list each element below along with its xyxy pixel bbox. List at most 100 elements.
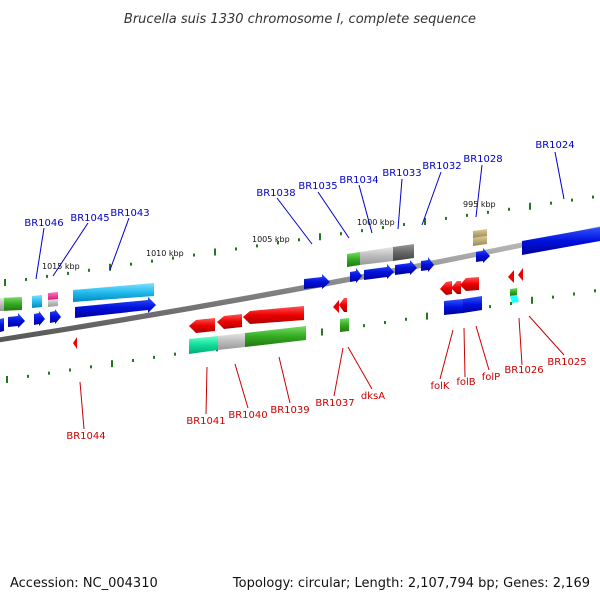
gene-label[interactable]: BR1041 [186, 416, 225, 427]
gene-arrow[interactable] [0, 297, 22, 311]
gene-arrow[interactable] [473, 229, 487, 238]
forward-gene-labels: BR1046 BR1045 BR1043 BR1038 BR1035 BR103… [24, 140, 574, 229]
leader-line [234, 363, 249, 409]
gene-label[interactable]: BR1045 [70, 213, 109, 224]
gene-arrow[interactable] [510, 295, 519, 303]
gene-arrow[interactable] [32, 295, 42, 308]
outer-tick-row [4, 195, 594, 286]
gene-arrow[interactable] [473, 236, 487, 246]
scale-tick [592, 195, 594, 199]
leader-line [278, 356, 291, 404]
gene-label[interactable]: folK [431, 381, 450, 392]
scale-tick [384, 320, 386, 324]
gene-arrow[interactable] [522, 227, 600, 255]
scale-tick [48, 371, 50, 375]
gene-arrow[interactable] [304, 274, 330, 289]
gene-arrow[interactable] [510, 288, 517, 296]
scale-tick [426, 312, 428, 320]
gene-arrow[interactable] [333, 300, 339, 313]
gene-arrow[interactable] [347, 252, 360, 267]
gene-arrow[interactable] [508, 270, 514, 283]
gene-label[interactable]: BR1026 [504, 365, 543, 376]
gene-arrow[interactable] [440, 281, 452, 295]
leader-line [333, 347, 344, 397]
gene-arrow[interactable] [360, 247, 393, 265]
gene-label[interactable]: BR1039 [270, 405, 309, 416]
gene-label[interactable]: BR1025 [547, 357, 586, 368]
gene-label[interactable]: BR1024 [535, 140, 574, 151]
gene-label[interactable]: BR1044 [66, 431, 105, 442]
gene-arrow[interactable] [393, 244, 414, 261]
gene-arrow[interactable] [339, 298, 347, 312]
gene-arrow[interactable] [73, 337, 77, 349]
gene-arrow[interactable] [189, 336, 218, 354]
gene-arrow[interactable] [0, 318, 4, 332]
scale-tick [27, 374, 29, 378]
forward-strand-genes [0, 227, 600, 332]
gene-arrow[interactable] [75, 297, 156, 318]
gene-arrow[interactable] [217, 314, 242, 329]
scale-tick [321, 328, 323, 336]
leader-line [205, 366, 208, 415]
gene-label[interactable]: BR1038 [256, 188, 295, 199]
gene-label[interactable]: BR1034 [339, 175, 378, 186]
gene-arrow[interactable] [364, 264, 394, 280]
chromosome-backbone [0, 226, 600, 343]
gene-label[interactable]: dksA [361, 391, 385, 402]
gene-arrow[interactable] [245, 326, 306, 347]
gene-arrow[interactable] [463, 296, 482, 313]
gene-label[interactable]: BR1040 [228, 410, 267, 421]
scale-tick [573, 292, 575, 296]
leader-line [475, 325, 490, 371]
kbp-label: 1000 kbp [357, 218, 395, 227]
scale-tick [6, 376, 8, 383]
scale-tick [130, 262, 132, 266]
gene-label[interactable]: BR1033 [382, 168, 421, 179]
gene-label[interactable]: BR1028 [463, 154, 502, 165]
gene-arrow[interactable] [421, 257, 434, 272]
gene-arrow[interactable] [218, 333, 245, 350]
gene-arrow[interactable] [50, 309, 61, 324]
gene-arrow[interactable] [73, 283, 154, 302]
leader-line [52, 222, 89, 277]
gene-arrow[interactable] [189, 318, 215, 333]
gene-label[interactable]: BR1037 [315, 398, 354, 409]
gene-arrow[interactable] [0, 298, 4, 311]
gene-label[interactable]: BR1043 [110, 208, 149, 219]
leader-line [79, 381, 85, 430]
scale-tick [445, 216, 447, 220]
gene-arrow[interactable] [451, 281, 461, 294]
gene-arrow[interactable] [518, 268, 523, 281]
kbp-label: 995 kbp [463, 200, 496, 209]
accession-text: Accession: NC_004310 [10, 576, 158, 591]
gene-arrow[interactable] [340, 318, 349, 332]
gene-arrow[interactable] [243, 306, 304, 324]
leader-line [109, 217, 130, 271]
gene-label[interactable]: BR1046 [24, 218, 63, 229]
scale-tick [88, 268, 90, 272]
scale-tick [319, 233, 321, 241]
gene-arrow[interactable] [395, 260, 417, 275]
scale-tick [46, 274, 48, 278]
gene-arrow[interactable] [48, 292, 58, 300]
scale-tick [361, 229, 363, 233]
scale-tick [132, 358, 134, 362]
gene-arrow[interactable] [48, 299, 58, 307]
gene-arrow[interactable] [444, 299, 463, 315]
leader-line [421, 171, 442, 226]
gene-arrow[interactable] [8, 313, 25, 328]
gene-label[interactable]: BR1032 [422, 161, 461, 172]
scale-tick [172, 256, 174, 260]
scale-tick [382, 226, 384, 230]
scale-tick [90, 365, 92, 369]
gene-label[interactable]: folP [482, 372, 500, 383]
gene-arrow[interactable] [460, 277, 479, 291]
kbp-scale: 1015 kbp 1010 kbp 1005 kbp 1000 kbp 995 … [42, 200, 496, 271]
gene-label[interactable]: BR1035 [298, 181, 337, 192]
gene-label[interactable]: folB [456, 377, 475, 388]
gene-arrow[interactable] [34, 311, 45, 326]
scale-tick [214, 248, 216, 256]
scale-tick [489, 305, 491, 309]
gene-arrow[interactable] [350, 268, 362, 283]
gene-arrow[interactable] [476, 248, 490, 263]
